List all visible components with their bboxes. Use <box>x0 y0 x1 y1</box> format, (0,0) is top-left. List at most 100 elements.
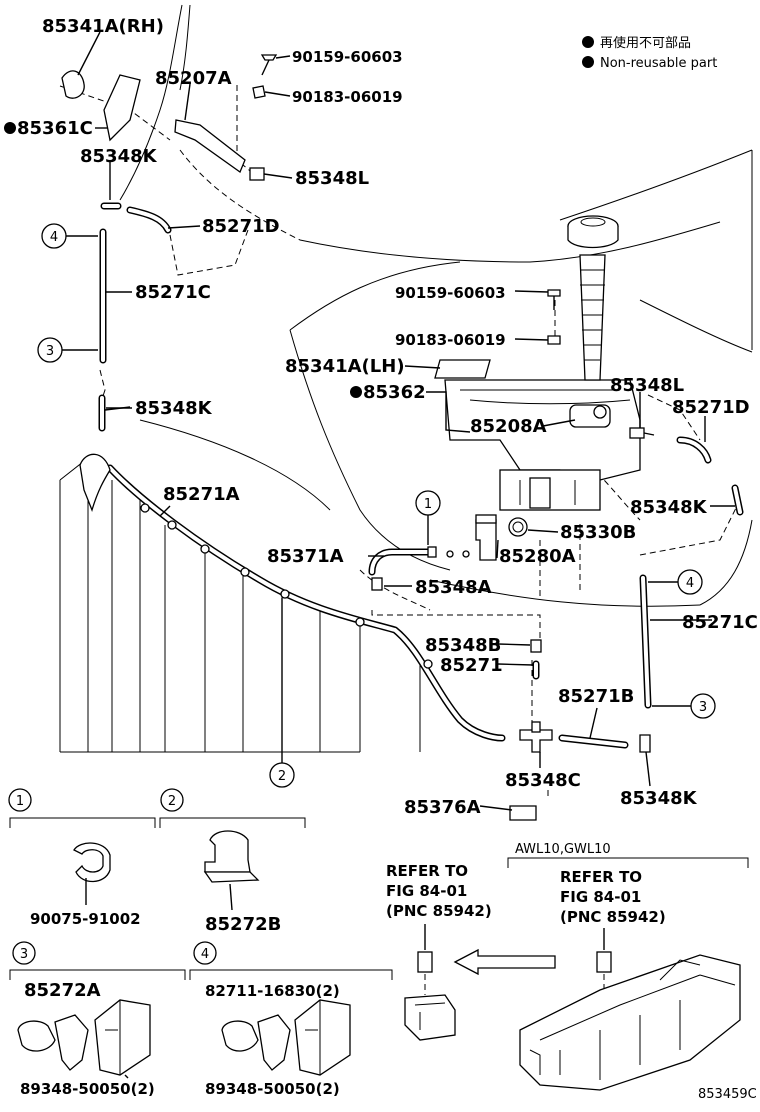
label-85280A: 85280A <box>499 546 576 567</box>
non-reusable-dot-icon <box>582 56 594 68</box>
bracket-89348-50050 <box>94 999 151 1076</box>
detail-box-1: 1 90075-91002 <box>8 788 156 928</box>
label-85376A: 85376A <box>404 797 481 818</box>
svg-text:85272B: 85272B <box>205 914 281 935</box>
label-90159-mid: 90159-60603 <box>395 284 506 302</box>
refer-right: AWL10,GWL10 REFER TO FIG 84-01 (PNC 8594… <box>507 842 749 1091</box>
label-85271C-b: 85271C <box>682 612 758 633</box>
svg-text:3: 3 <box>699 700 707 715</box>
pump-85280A <box>475 519 497 561</box>
label-85330B: 85330B <box>560 522 636 543</box>
label-85362: 85362 <box>363 382 426 403</box>
model-code: AWL10,GWL10 <box>515 842 611 857</box>
svg-text:4: 4 <box>201 947 209 962</box>
bolt-group-mid <box>547 289 561 345</box>
label-85207A: 85207A <box>155 68 232 89</box>
part-labels: 85341A(RH) 85207A 90159-60603 90183-0601… <box>4 16 758 818</box>
legend: 再使用不可部品 Non-reusable part <box>582 35 717 71</box>
svg-text:89348-50050(2): 89348-50050(2) <box>205 1080 340 1098</box>
svg-text:4: 4 <box>50 230 58 245</box>
refer-left: REFER TO FIG 84-01 (PNC 85942) <box>386 862 492 1041</box>
pump-group <box>371 427 655 821</box>
bracket-85361C <box>103 74 141 142</box>
label-85361C: 85361C <box>17 118 93 139</box>
svg-text:1: 1 <box>424 497 432 512</box>
svg-text:2: 2 <box>168 794 176 809</box>
label-85271D-a: 85271D <box>202 216 280 237</box>
label-85348L-b: 85348L <box>610 375 684 396</box>
label-85208A: 85208A <box>470 416 547 437</box>
svg-text:(PNC 85942): (PNC 85942) <box>560 908 666 926</box>
clamp-85272A <box>17 1020 56 1052</box>
joint-85348B <box>530 639 542 653</box>
svg-text:FIG 84-01: FIG 84-01 <box>386 882 467 900</box>
relay-block-icon <box>404 994 456 1041</box>
callouts: 4 3 1 2 4 3 <box>37 223 716 788</box>
label-90183-top: 90183-06019 <box>292 88 403 106</box>
label-85348K-a: 85348K <box>80 146 158 167</box>
clamp-85272B <box>204 830 251 873</box>
washer-tank <box>444 215 641 511</box>
non-reusable-dot-icon <box>4 122 16 134</box>
hose-clip-left <box>79 453 111 512</box>
label-85371A: 85371A <box>267 546 344 567</box>
label-85348L-a: 85348L <box>295 168 369 189</box>
elbow-85348K <box>639 734 651 753</box>
detail-box-3: 3 85272A 89348-50050(2) <box>9 941 186 1098</box>
bracket-89348-50050-b <box>294 999 351 1076</box>
label-85348K-d: 85348K <box>620 788 698 809</box>
non-reusable-dot-icon <box>350 386 362 398</box>
nozzle-85341A-rh <box>61 70 85 99</box>
nozzle-85207A <box>174 119 246 174</box>
svg-text:90075-91002: 90075-91002 <box>30 910 141 928</box>
svg-text:REFER TO: REFER TO <box>386 862 468 880</box>
label-85271A: 85271A <box>163 484 240 505</box>
label-85271B: 85271B <box>558 686 634 707</box>
label-85271D-b: 85271D <box>672 397 750 418</box>
clip-85348L <box>249 167 265 181</box>
detail-box-2: 2 85272B <box>159 788 306 935</box>
clip-90075-91002 <box>73 842 111 883</box>
label-85348K-c: 85348K <box>630 497 708 518</box>
grommet-85330B <box>508 517 528 537</box>
relay-connector-icon <box>596 951 612 973</box>
clip-85376A <box>509 805 537 821</box>
detail-box-4: 4 82711-16830(2) 89348-50050(2) <box>189 941 393 1098</box>
relay-connector-icon <box>417 951 433 973</box>
svg-text:REFER TO: REFER TO <box>560 868 642 886</box>
label-85348A: 85348A <box>415 577 492 598</box>
svg-text:(PNC 85942): (PNC 85942) <box>386 902 492 920</box>
joint-85348A <box>371 577 383 591</box>
arrow-left-icon <box>453 948 556 976</box>
clamp-82711-16830 <box>221 1020 259 1052</box>
label-85348C: 85348C <box>505 770 581 791</box>
svg-text:3: 3 <box>20 947 28 962</box>
svg-text:85272A: 85272A <box>24 980 101 1001</box>
svg-text:1: 1 <box>16 794 24 809</box>
nozzle-assembly-rh <box>61 54 278 181</box>
svg-text:2: 2 <box>278 769 286 784</box>
label-85271: 85271 <box>440 655 503 676</box>
tee-85348C <box>519 729 553 753</box>
svg-text:3: 3 <box>46 344 54 359</box>
junction-block-icon <box>519 954 741 1091</box>
label-90159-top: 90159-60603 <box>292 48 403 66</box>
body-outline <box>59 4 753 800</box>
label-85348B: 85348B <box>425 635 501 656</box>
leader-lines <box>77 31 735 811</box>
cover-lh-85341A <box>434 359 491 379</box>
label-85341A-rh: 85341A(RH) <box>42 16 164 37</box>
legend-en: Non-reusable part <box>600 56 717 71</box>
hoses <box>98 202 744 749</box>
figure-code: 853459C <box>698 1087 757 1102</box>
svg-text:82711-16830(2): 82711-16830(2) <box>205 982 340 1000</box>
label-85348K-b: 85348K <box>135 398 213 419</box>
label-90183-mid: 90183-06019 <box>395 331 506 349</box>
label-85341A-lh: 85341A(LH) <box>285 356 405 377</box>
legend-jp: 再使用不可部品 <box>600 35 691 51</box>
label-85271C-a: 85271C <box>135 282 211 303</box>
svg-text:89348-50050(2): 89348-50050(2) <box>20 1080 155 1098</box>
svg-text:FIG 84-01: FIG 84-01 <box>560 888 641 906</box>
non-reusable-dot-icon <box>582 36 594 48</box>
